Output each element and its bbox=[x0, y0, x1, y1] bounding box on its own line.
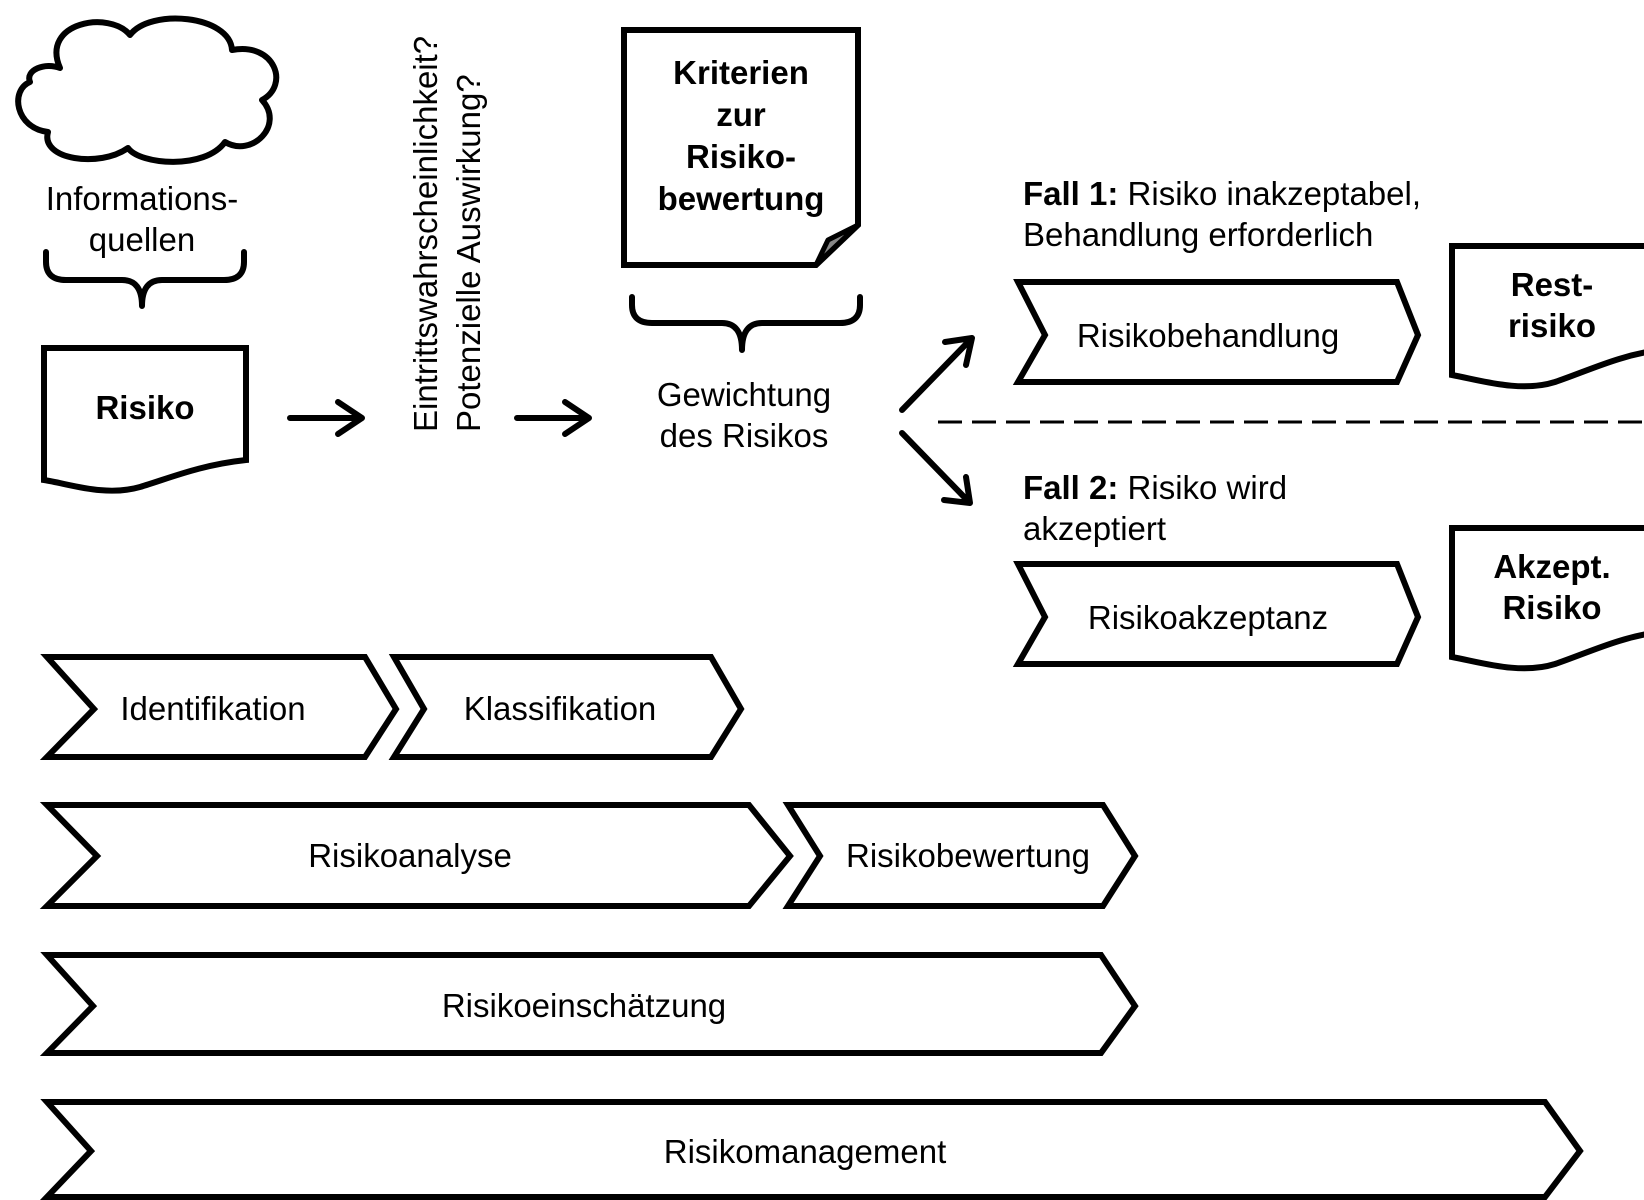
info-sources-label-line1: Informations- bbox=[46, 180, 239, 217]
evaluation-step bbox=[782, 802, 1139, 909]
arrow-right-1 bbox=[287, 399, 365, 437]
classification-label: Klassifikation bbox=[464, 690, 657, 727]
accepted-risk-document bbox=[1449, 525, 1644, 672]
question-impact: Potenzielle Auswirkung? bbox=[450, 74, 487, 432]
weighting-label-line1: Gewichtung bbox=[657, 376, 831, 413]
assessment-label: Risikoeinschätzung bbox=[442, 987, 726, 1024]
info-sources-brace bbox=[43, 249, 247, 309]
criteria-label-line4: bewertung bbox=[658, 180, 825, 217]
treatment-step-label: Risikobehandlung bbox=[1077, 317, 1339, 354]
assessment-step bbox=[39, 952, 1139, 1056]
case2-text-line1: Fall 2: Risiko wird bbox=[1023, 469, 1287, 506]
acceptance-step bbox=[1012, 561, 1422, 667]
residual-risk-line1: Rest- bbox=[1511, 266, 1594, 303]
criteria-label-line2: zur bbox=[716, 96, 766, 133]
case1-text-line1: Fall 1: Risiko inakzeptabel, bbox=[1023, 175, 1421, 212]
accepted-risk-line1: Akzept. bbox=[1493, 548, 1610, 585]
question-probability: Eintrittswahrscheinlichkeit? bbox=[407, 36, 444, 432]
evaluation-label: Risikobewertung bbox=[846, 837, 1090, 874]
info-sources-label-line2: quellen bbox=[89, 221, 195, 258]
residual-risk-line2: risiko bbox=[1508, 307, 1596, 344]
identification-label: Identifikation bbox=[120, 690, 305, 727]
management-label: Risikomanagement bbox=[664, 1133, 946, 1170]
criteria-label-line1: Kriterien bbox=[673, 54, 809, 91]
analysis-step bbox=[39, 802, 794, 909]
arrow-up-right bbox=[899, 335, 975, 413]
arrow-down-right bbox=[899, 430, 973, 506]
management-step bbox=[39, 1099, 1584, 1200]
acceptance-step-label: Risikoakzeptanz bbox=[1088, 599, 1328, 636]
analysis-label: Risikoanalyse bbox=[308, 837, 512, 874]
treatment-step bbox=[1012, 279, 1422, 385]
criteria-label-line3: Risiko- bbox=[686, 138, 796, 175]
accepted-risk-line2: Risiko bbox=[1502, 589, 1601, 626]
identification-step bbox=[39, 654, 400, 760]
residual-risk-document bbox=[1449, 243, 1644, 390]
case2-text-line2: akzeptiert bbox=[1023, 510, 1166, 547]
cloud-icon bbox=[15, 15, 280, 165]
arrow-right-2 bbox=[514, 399, 592, 437]
criteria-dog-ear bbox=[813, 222, 861, 268]
weighting-label-line2: des Risikos bbox=[660, 417, 829, 454]
risk-document-label: Risiko bbox=[95, 389, 194, 426]
case1-text-line2: Behandlung erforderlich bbox=[1023, 216, 1373, 253]
criteria-brace bbox=[629, 294, 863, 353]
risk-document-shape bbox=[41, 345, 249, 494]
classification-step bbox=[388, 654, 745, 760]
